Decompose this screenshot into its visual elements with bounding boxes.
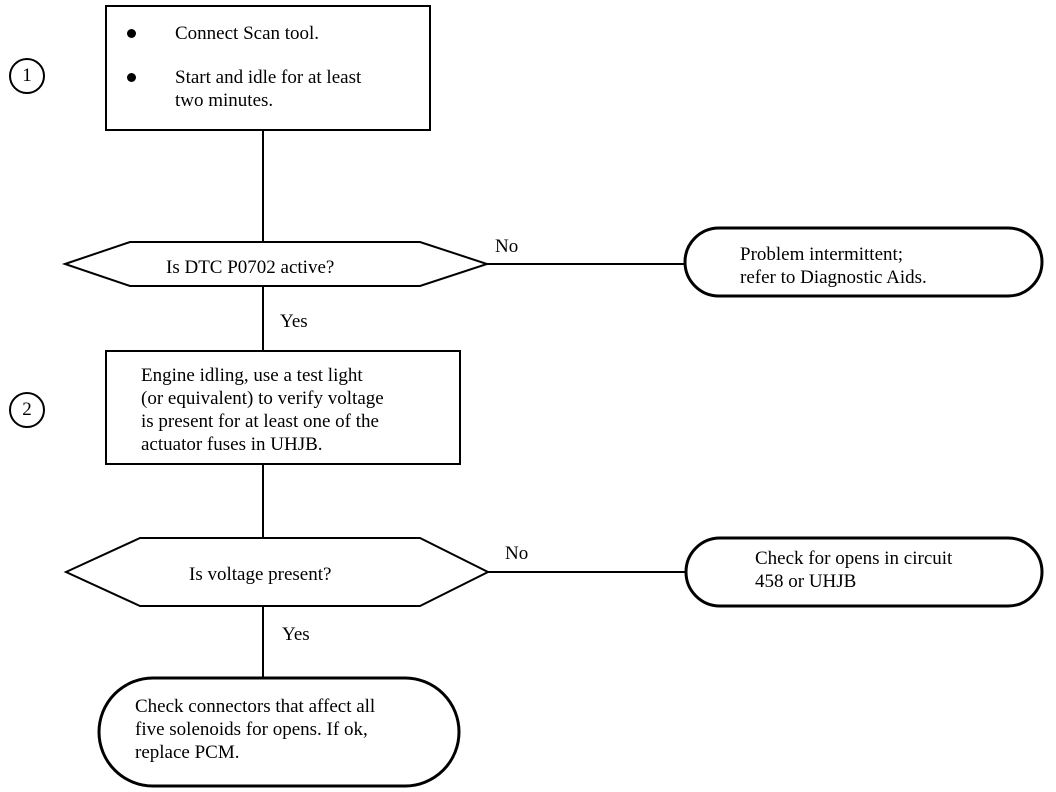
decision1-question: Is DTC P0702 active? <box>166 257 335 278</box>
final-result-line: replace PCM. <box>135 742 240 763</box>
step2-action-line: is present for at least one of the <box>141 411 379 432</box>
step-2-number: 2 <box>9 392 45 428</box>
result2-line: 458 or UHJB <box>755 571 857 592</box>
decision1-yes-label: Yes <box>280 311 308 332</box>
step2-action-line: (or equivalent) to verify voltage <box>141 388 384 409</box>
decision2-diamond <box>63 537 491 607</box>
bullet-icon <box>127 29 136 38</box>
result1-oval <box>683 226 1044 298</box>
final-result-line: five solenoids for opens. If ok, <box>135 719 368 740</box>
decision2-yes-label: Yes <box>282 624 310 645</box>
step2-action-line: actuator fuses in UHJB. <box>141 434 323 455</box>
decision1-diamond <box>61 241 491 287</box>
result2-oval <box>684 536 1044 608</box>
result1-line: refer to Diagnostic Aids. <box>740 267 927 288</box>
final-oval <box>97 676 461 788</box>
step1-action-line: Connect Scan tool. <box>175 23 320 44</box>
step-1-number: 1 <box>9 58 45 94</box>
decision2-no-label: No <box>505 543 529 564</box>
bullet-icon <box>127 73 136 82</box>
decision1-no-label: No <box>495 236 519 257</box>
step1-action-line: two minutes. <box>175 90 274 111</box>
step2-action-line: Engine idling, use a test light <box>141 365 363 386</box>
result2-line: Check for opens in circuit <box>755 548 953 569</box>
final-result-line: Check connectors that affect all <box>135 696 376 717</box>
step1-action-line: Start and idle for at least <box>175 67 362 88</box>
result1-line: Problem intermittent; <box>740 244 904 265</box>
decision2-question: Is voltage present? <box>189 564 332 585</box>
step1-action-box <box>105 5 431 131</box>
step2-action-box <box>105 350 461 465</box>
